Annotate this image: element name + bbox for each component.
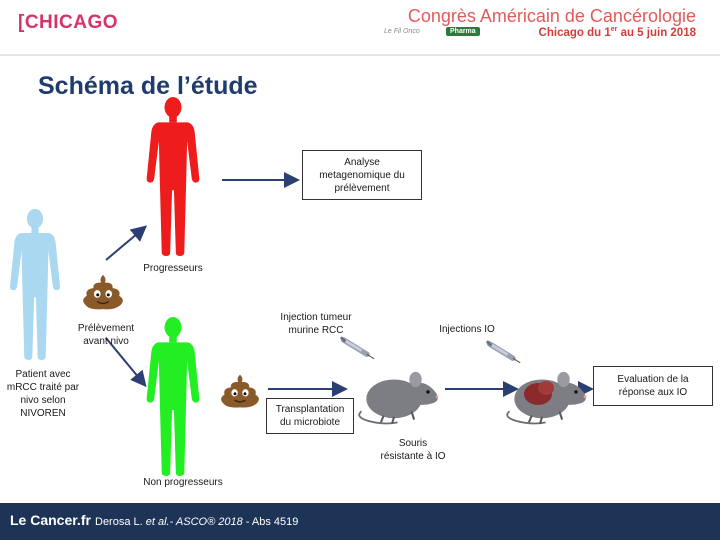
prelevement-label: Prélèvement avant nivo [77,323,135,347]
footer-reference: Derosa L. et al.- ASCO® 2018 - Abs 4519 [95,516,299,528]
chicago-logo: [CHICAGO [18,12,119,33]
non-progresseurs-label: Non progresseurs [143,477,223,488]
lecancer-logo: Le Cancer.fr [10,512,91,528]
header-divider [0,54,720,56]
congress-date: Chicago du 1er au 5 juin 2018 [538,26,696,39]
header-bar [0,0,720,54]
souris-label: Souris résistante à IO [380,438,446,462]
syringe-io-icon [487,341,520,363]
patient-figure [9,208,61,360]
footer-bar [0,503,720,540]
injections-io-label: Injections IO [439,324,495,335]
arrow-to-progresseurs [105,225,148,261]
sub-brand: Le Fil Onco [384,28,420,35]
analyse-box: Analyse metagenomique du prélèvement [302,150,422,200]
pharma-badge: Pharma [446,27,480,36]
patient-label: Patient avec mRCC traité par nivo selon … [6,369,80,419]
stool-sample-icon [82,274,124,311]
mouse-figure [358,370,440,425]
progresseurs-figure [146,96,200,256]
injection-tumeur-label: Injection tumeur murine RCC [280,312,352,336]
progresseurs-label: Progresseurs [143,263,203,274]
non-progresseurs-figure [146,316,200,476]
evaluation-box: Evaluation de la réponse aux IO [593,366,713,406]
arrow-to-non-progresseurs [105,337,147,388]
syringe-tumeur-icon [341,337,374,359]
tumor-mark-highlight [538,381,554,395]
stool-sample-icon-2 [220,373,260,409]
transplantation-box: Transplantation du microbiote [266,398,354,434]
congress-title: Congrès Américain de Cancérologie [407,6,696,26]
page-title: Schéma de l’étude [38,72,258,100]
